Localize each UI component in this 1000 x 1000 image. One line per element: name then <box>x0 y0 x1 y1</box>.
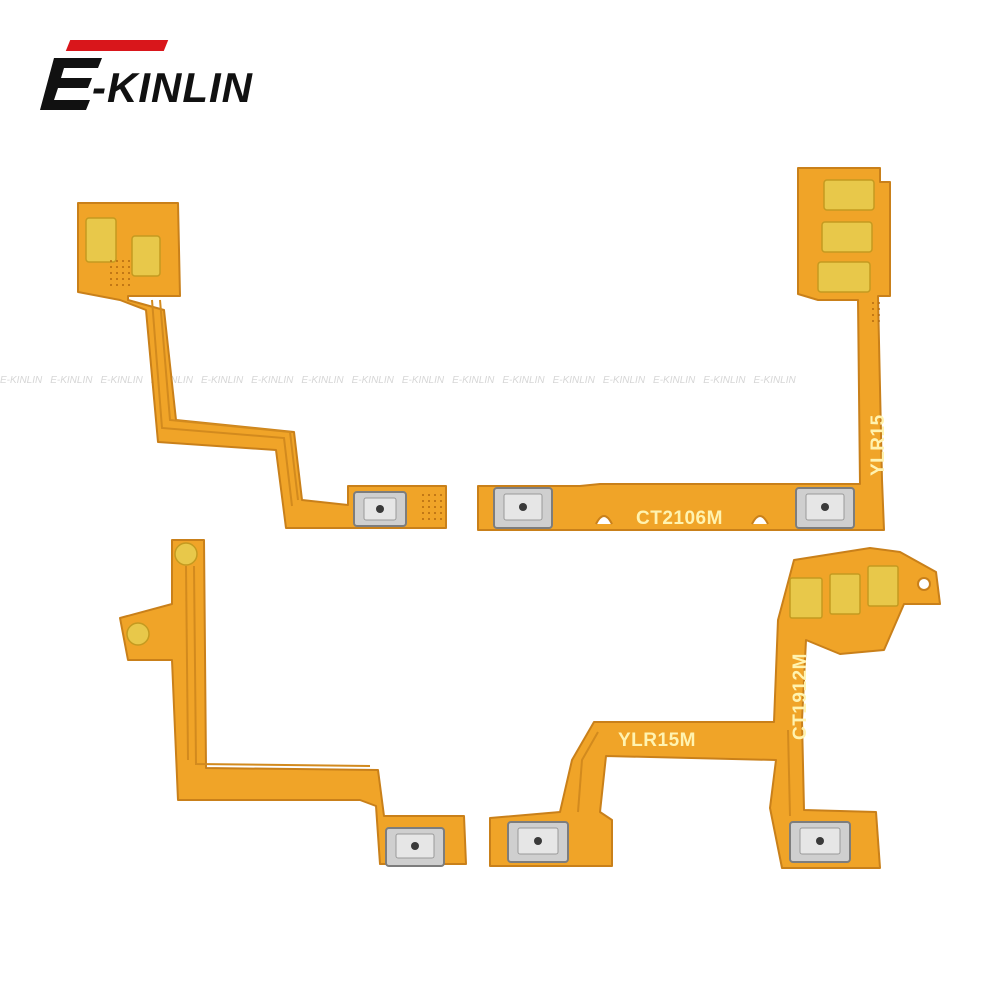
watermark-text: E-KINLIN <box>251 375 294 386</box>
watermark-text: E-KINLIN <box>401 375 445 386</box>
silkscreen-ylr15: YLR15 <box>868 414 889 476</box>
watermark-text: E-KINLIN <box>100 375 143 386</box>
watermark-text: E-KINLIN <box>301 375 344 386</box>
watermark-text: E-KINLIN <box>703 375 746 386</box>
silkscreen-ct2106m: CT2106M <box>636 508 723 529</box>
logo-text: -KINLIN <box>92 64 253 111</box>
flex-cable-top-right: YLR15 CT2106M <box>477 167 891 531</box>
flex-cable-bottom-left <box>119 539 467 867</box>
watermark-text: E-KINLIN <box>552 375 595 386</box>
watermark-text: E-KINLIN <box>50 375 93 386</box>
flex-cable-bottom-right: YLR15M CT1912M <box>489 547 941 869</box>
silkscreen-ylr15m: YLR15M <box>618 730 696 751</box>
watermark-row: E-KINLIN E-KINLIN E-KINLIN E-KINLIN E-KINLIN… <box>0 370 1000 386</box>
watermark-text: E-KINLIN <box>200 375 244 386</box>
watermark-text: E-KINLIN <box>653 375 696 386</box>
watermark-text: E-KINLIN <box>502 375 545 386</box>
silkscreen-ct1912m: CT1912M <box>790 653 811 740</box>
flex-cable-top-left <box>77 202 447 529</box>
watermark-text: E-KINLIN <box>0 375 43 386</box>
watermark-text: E-KINLIN <box>602 375 646 386</box>
watermark-text: E-KINLIN <box>753 375 796 386</box>
brand-logo: -KINLIN <box>40 36 290 116</box>
watermark-text: E-KINLIN <box>351 375 394 386</box>
logo-e-mark <box>40 58 102 110</box>
watermark-text: E-KINLIN <box>452 375 495 386</box>
